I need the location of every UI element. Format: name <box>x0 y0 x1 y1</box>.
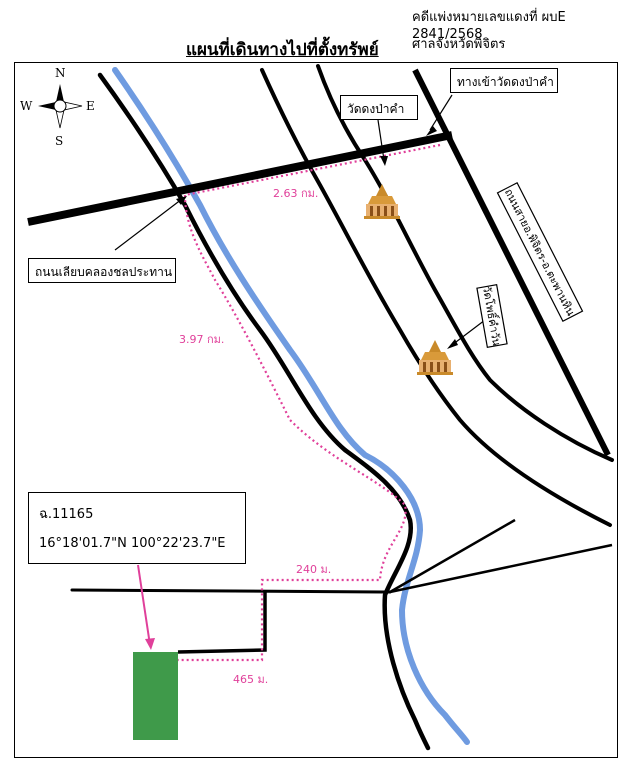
village-road-1 <box>260 68 612 527</box>
arrow-temple <box>377 119 385 161</box>
branch-road-right-2 <box>389 543 613 594</box>
canal-road-line <box>27 131 453 226</box>
lower-road <box>70 588 392 594</box>
distance-label-4: 465 ม. <box>233 673 268 686</box>
property-coordinates: 16°18'01.7"N 100°22'23.7"E <box>39 536 226 551</box>
arrow-temple-2 <box>451 319 486 346</box>
temple-icon <box>417 340 453 375</box>
arrow-property <box>137 564 151 646</box>
property-plot <box>133 652 178 740</box>
compass-rose-icon <box>38 84 83 129</box>
map-frame <box>14 62 618 758</box>
distance-label-3: 240 ม. <box>296 563 331 576</box>
case-number: คดีแพ่งหมายเลขแดงที่ ผบE 2841/2568 <box>412 10 566 42</box>
map-title: แผนที่เดินทางไปที่ตั้งทรัพย์ <box>186 40 379 60</box>
spur-road <box>177 592 267 654</box>
court-name: ศาลจังหวัดพิจิตร <box>412 37 506 52</box>
compass-n: N <box>55 66 66 80</box>
arrowhead-temple <box>380 156 388 166</box>
arrowhead-temple-entrance <box>426 126 437 136</box>
property-info-box: ฉ.11165 16°18'01.7"N 100°22'23.7"E <box>28 492 246 564</box>
distance-label-2: 3.97 กม. <box>179 333 224 346</box>
compass-w: W <box>20 99 33 113</box>
route-dotted <box>178 143 441 662</box>
compass-s: S <box>55 134 63 148</box>
arrowhead-property <box>145 638 155 650</box>
distance-label-1: 2.63 กม. <box>273 187 318 200</box>
arrowhead-canal-road <box>176 196 187 205</box>
branch-road-right <box>389 518 516 594</box>
temple-entrance-label: ทางเข้าวัดดงป่าคำ <box>450 68 558 93</box>
temple-icon <box>364 184 400 219</box>
arrow-canal-road <box>114 198 183 251</box>
deed-number: ฉ.11165 <box>39 507 94 522</box>
compass-e: E <box>86 99 95 113</box>
arrow-temple-entrance <box>429 94 453 131</box>
highway-label: ถนนสายอ.พิจิตร-อ.ตะพานหิน <box>502 187 578 319</box>
canal-road-label: ถนนเลียบคลองชลประทาน <box>28 258 176 283</box>
temple-label: วัดดงป่าคำ <box>340 95 418 120</box>
river <box>112 67 470 745</box>
village-road-2 <box>316 64 614 462</box>
arrowhead-temple-2 <box>447 339 458 349</box>
riverbank-road-left <box>97 72 431 751</box>
